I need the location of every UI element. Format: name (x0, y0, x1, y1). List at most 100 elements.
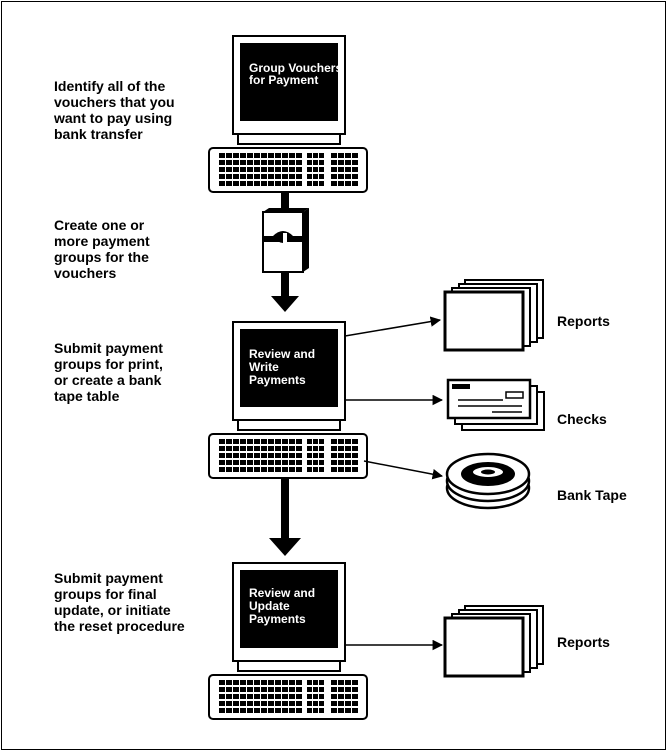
keyboard-key (268, 181, 274, 186)
keyboard-key (331, 160, 337, 165)
keyboard-key (296, 460, 302, 465)
keyboard-key (240, 439, 246, 444)
keyboard-key (313, 439, 318, 444)
keyboard-key (345, 446, 351, 451)
keyboard-key (345, 439, 351, 444)
keyboard-key (296, 694, 302, 699)
keyboard-key (338, 680, 344, 685)
keyboard-key (226, 453, 232, 458)
keyboard-key (247, 174, 253, 179)
keyboard-key (289, 181, 295, 186)
payment-group-icon (262, 208, 309, 284)
keyboard-key (261, 708, 267, 713)
keyboard-key (240, 701, 246, 706)
keyboard-key (219, 701, 225, 706)
reports-2-icon (443, 604, 545, 678)
keyboard-key (254, 153, 260, 158)
keyboard-key (254, 439, 260, 444)
keyboard-key (313, 701, 318, 706)
keyboard-key (331, 174, 337, 179)
keyboard-key (319, 181, 324, 186)
keyboard-key (352, 160, 358, 165)
keyboard-key (268, 701, 274, 706)
keyboard-key (319, 153, 324, 158)
keyboard-key (319, 694, 324, 699)
keyboard-key (331, 153, 337, 158)
keyboard-key (261, 694, 267, 699)
keyboard-key (240, 174, 246, 179)
keyboard-key (345, 181, 351, 186)
keyboard-key (313, 181, 318, 186)
keyboard-key (254, 694, 260, 699)
keyboard-key (282, 694, 288, 699)
keyboard-key (275, 694, 281, 699)
keyboard-key (319, 701, 324, 706)
screen-2-line2: Write (249, 360, 279, 374)
keyboard-key (226, 446, 232, 451)
keyboard-key (261, 467, 267, 472)
bank-tape-icon (445, 452, 531, 510)
keyboard-key (254, 687, 260, 692)
keyboard-key (247, 467, 253, 472)
keyboard-key (233, 181, 239, 186)
keyboard-key (296, 181, 302, 186)
keyboard-key (226, 167, 232, 172)
keyboard-key (307, 460, 312, 465)
keyboard-key (233, 439, 239, 444)
keyboard-key (268, 694, 274, 699)
keyboard-key (296, 439, 302, 444)
keyboard-key (338, 181, 344, 186)
keyboard-key (331, 439, 337, 444)
keyboard-key (352, 687, 358, 692)
keyboard-key (219, 694, 225, 699)
keyboard-key (254, 701, 260, 706)
keyboard-key (345, 160, 351, 165)
keyboard-key (345, 680, 351, 685)
keyboard-key (233, 694, 239, 699)
keyboard-key (319, 167, 324, 172)
keyboard-key (331, 446, 337, 451)
keyboard-key (345, 687, 351, 692)
screen-2-line3: Payments (249, 373, 306, 387)
flow-connector-1 (281, 193, 289, 211)
keyboard-key (261, 701, 267, 706)
keyboard-key (345, 453, 351, 458)
keyboard-key (313, 174, 318, 179)
keyboard-key (296, 687, 302, 692)
keyboard-key (261, 439, 267, 444)
keyboard-key (254, 160, 260, 165)
keyboard-key (338, 167, 344, 172)
keyboard-key (289, 160, 295, 165)
keyboard-key (261, 446, 267, 451)
keyboard-key (296, 701, 302, 706)
keyboard-key (319, 174, 324, 179)
keyboard-1-keys (219, 153, 358, 186)
keyboard-key (275, 701, 281, 706)
keyboard-key (275, 687, 281, 692)
keyboard-key (226, 174, 232, 179)
keyboard-key (352, 467, 358, 472)
computer-2-icon (208, 321, 368, 479)
keyboard-key (247, 446, 253, 451)
keyboard-key (352, 439, 358, 444)
keyboard-key (289, 167, 295, 172)
keyboard-key (352, 181, 358, 186)
down-arrow-2-icon (269, 478, 301, 556)
keyboard-key (240, 181, 246, 186)
keyboard-key (275, 174, 281, 179)
keyboard-key (338, 708, 344, 713)
keyboard-key (219, 453, 225, 458)
keyboard-key (254, 460, 260, 465)
keyboard-key (313, 460, 318, 465)
keyboard-key (275, 460, 281, 465)
keyboard-key (313, 160, 318, 165)
reports-1-label: Reports (557, 313, 610, 329)
keyboard-key (226, 439, 232, 444)
keyboard-key (247, 701, 253, 706)
keyboard-key (247, 453, 253, 458)
keyboard-key (352, 694, 358, 699)
keyboard-key (268, 153, 274, 158)
keyboard-key (319, 460, 324, 465)
